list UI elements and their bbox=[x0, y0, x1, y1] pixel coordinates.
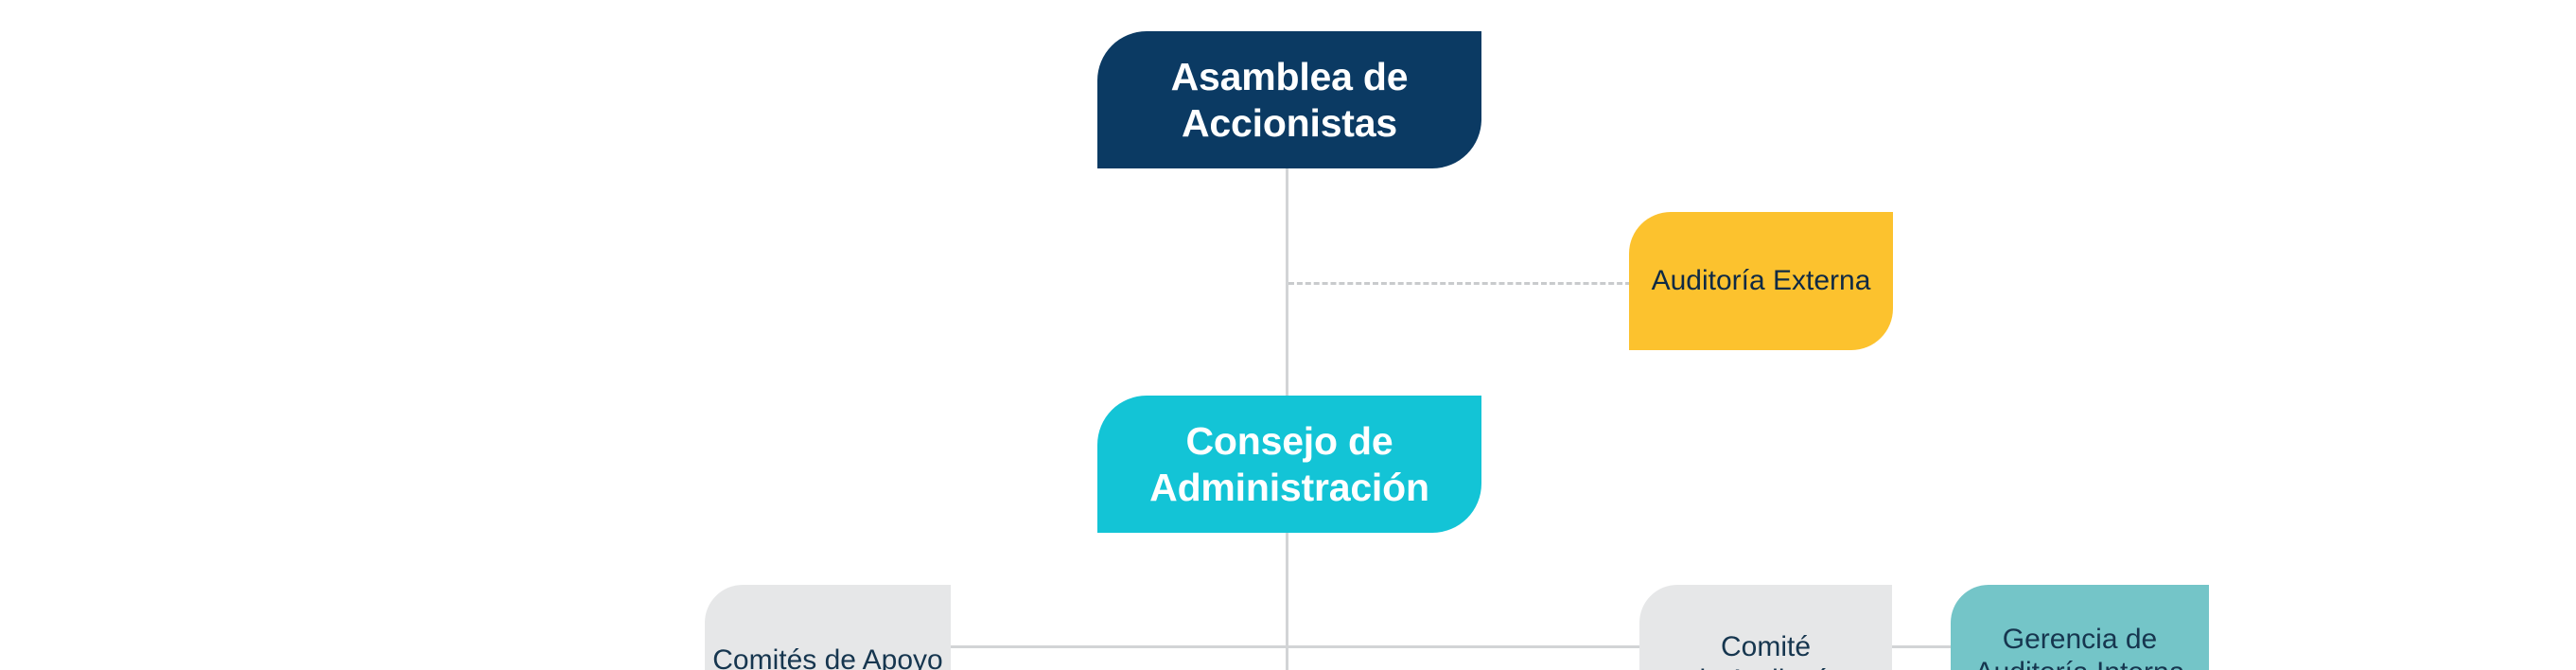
node-auditoria-externa-label: Auditoría Externa bbox=[1651, 265, 1871, 297]
node-consejo-de-administracion[interactable]: Consejo de Administración bbox=[1097, 396, 1481, 533]
node-asamblea-de-accionistas[interactable]: Asamblea de Accionistas bbox=[1097, 31, 1481, 168]
connector-board-to-committee-row bbox=[1286, 533, 1288, 670]
node-comite-de-auditoria-label: Comité de Auditoría bbox=[1690, 631, 1841, 670]
node-comites-de-apoyo[interactable]: Comités de Apoyo bbox=[705, 585, 951, 670]
node-auditoria-externa[interactable]: Auditoría Externa bbox=[1629, 212, 1893, 350]
node-comite-de-auditoria[interactable]: Comité de Auditoría bbox=[1639, 585, 1892, 670]
node-gerencia-de-auditoria-interna-corporativa-label: Gerencia de Auditoría Interna Corporativ… bbox=[1975, 624, 2185, 670]
node-consejo-de-administracion-label: Consejo de Administración bbox=[1149, 419, 1429, 509]
connector-assembly-to-board bbox=[1286, 168, 1288, 397]
node-comites-de-apoyo-label: Comités de Apoyo bbox=[712, 644, 943, 670]
connector-committee-row-spine bbox=[950, 645, 1959, 648]
node-gerencia-de-auditoria-interna-corporativa[interactable]: Gerencia de Auditoría Interna Corporativ… bbox=[1951, 585, 2209, 670]
node-asamblea-de-accionistas-label: Asamblea de Accionistas bbox=[1170, 55, 1409, 145]
connector-assembly-to-external-audit bbox=[1288, 282, 1631, 285]
